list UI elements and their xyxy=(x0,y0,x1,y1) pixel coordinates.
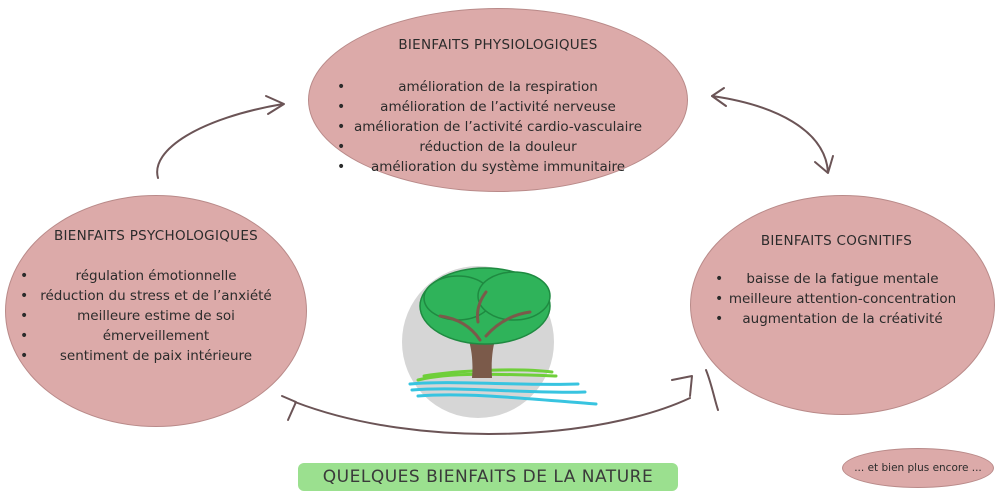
cognitive-item: augmentation de la créativité xyxy=(691,309,994,329)
arrowhead-phys-top xyxy=(711,87,727,107)
arrowhead-cog-bottom xyxy=(814,155,834,174)
cognitive-list: baisse de la fatigue mentale meilleure a… xyxy=(691,269,994,329)
cognitive-item: baisse de la fatigue mentale xyxy=(691,269,994,289)
physiological-item: réduction de la douleur xyxy=(309,137,687,157)
arrow-tail-cog xyxy=(705,369,719,411)
psychological-item: régulation émotionnelle xyxy=(6,266,306,286)
physiological-item: amélioration de la respiration xyxy=(309,77,687,97)
tree-canopy xyxy=(419,267,551,345)
physiological-item: amélioration de l’activité cardio-vascul… xyxy=(309,117,687,137)
arrow-phys-to-cog xyxy=(711,95,829,173)
physiological-benefits-oval: BIENFAITS PHYSIOLOGIQUES amélioration de… xyxy=(308,8,688,192)
psychological-item: meilleure estime de soi xyxy=(6,306,306,326)
physiological-item: amélioration de l’activité nerveuse xyxy=(309,97,687,117)
psychological-list: régulation émotionnelle réduction du str… xyxy=(6,266,306,366)
arrow-psy-to-phys xyxy=(156,103,284,179)
diagram-title: QUELQUES BIENFAITS DE LA NATURE xyxy=(298,463,678,491)
cognitive-title: BIENFAITS COGNITIFS xyxy=(760,233,913,249)
psychological-item: émerveillement xyxy=(6,326,306,346)
water-waves xyxy=(408,381,598,406)
cognitive-item: meilleure attention-concentration xyxy=(691,289,994,309)
arrow-cog-to-psy xyxy=(294,397,691,435)
physiological-item: amélioration du système immunitaire xyxy=(309,157,687,177)
more-benefits-badge: ... et bien plus encore ... xyxy=(842,448,994,488)
cognitive-benefits-oval: BIENFAITS COGNITIFS baisse de la fatigue… xyxy=(690,195,995,415)
tree-branches xyxy=(438,290,532,342)
psychological-item: sentiment de paix intérieure xyxy=(6,346,306,366)
psychological-benefits-oval: BIENFAITS PSYCHOLOGIQUES régulation émot… xyxy=(5,195,307,427)
physiological-list: amélioration de la respiration améliorat… xyxy=(309,77,687,177)
physiological-title: BIENFAITS PHYSIOLOGIQUES xyxy=(398,37,598,53)
arrowhead-bottom-left xyxy=(281,395,297,421)
psychological-item: réduction du stress et de l’anxiété xyxy=(6,286,306,306)
arrowhead-psy-to-phys xyxy=(265,95,285,115)
arrowhead-bottom-right xyxy=(671,375,693,397)
psychological-title: BIENFAITS PSYCHOLOGIQUES xyxy=(53,228,259,244)
